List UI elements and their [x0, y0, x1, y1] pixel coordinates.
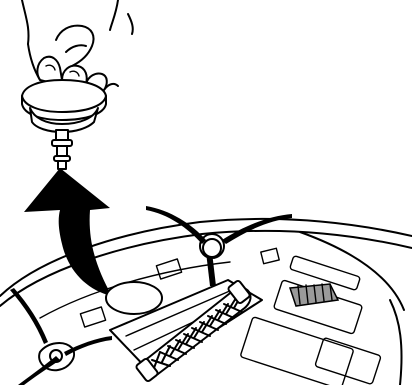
wheel-module-icon [22, 80, 106, 169]
lift-arrow-icon [24, 168, 112, 296]
hand-icon [22, 0, 133, 90]
